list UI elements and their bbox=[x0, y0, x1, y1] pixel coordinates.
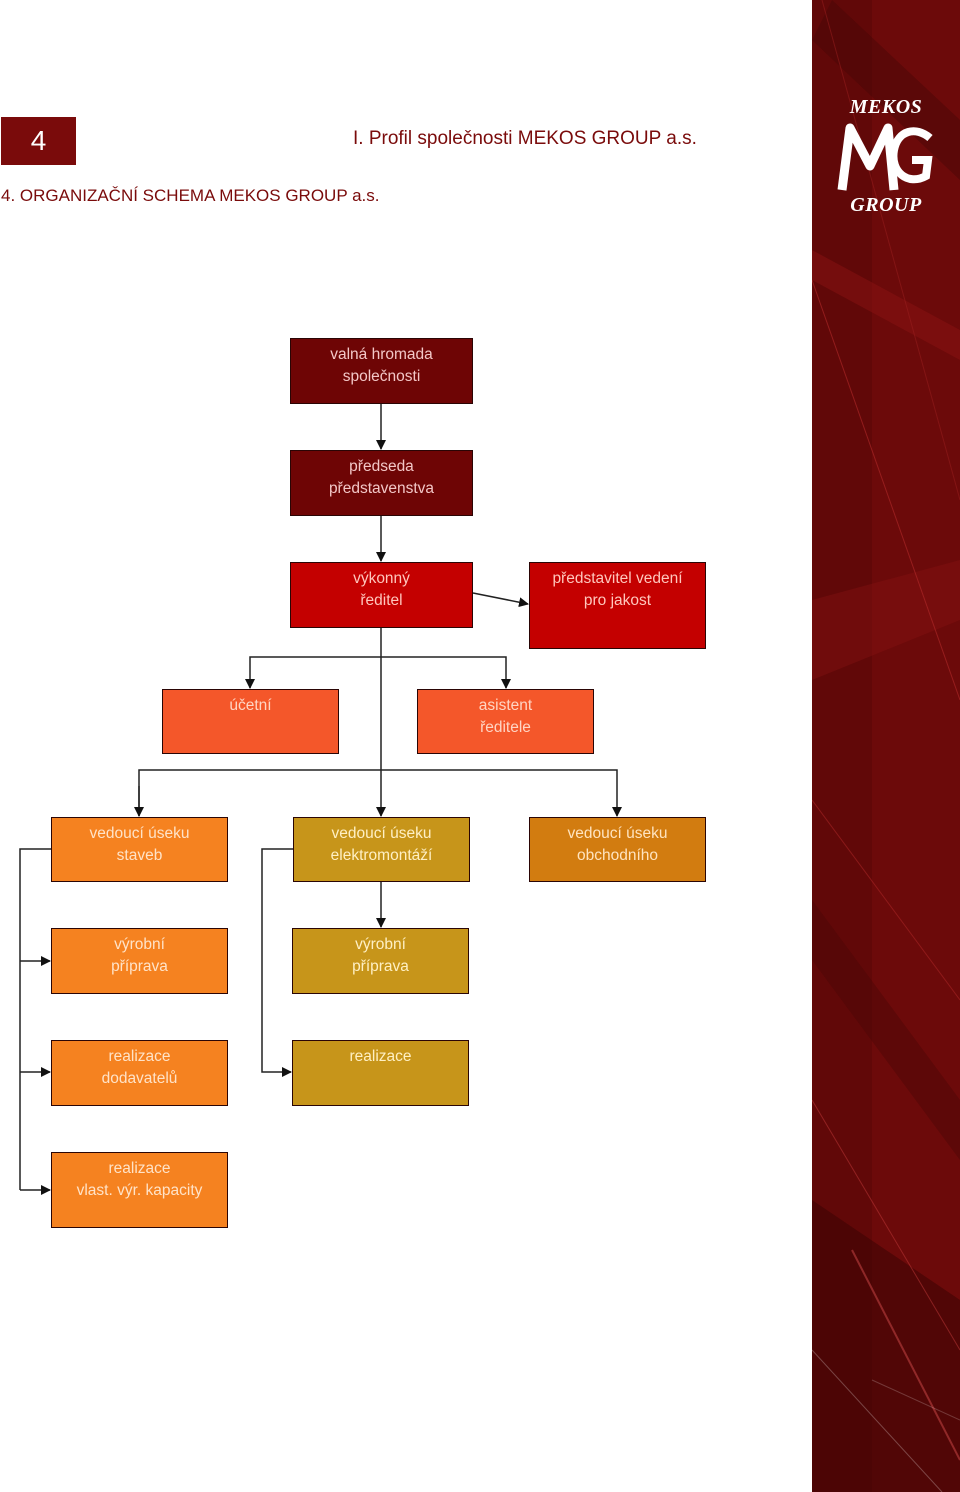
node-vyrobni-priprava-1-label: výrobní příprava bbox=[111, 936, 168, 975]
node-vyrobni-priprava-elektro: výrobní příprava bbox=[292, 928, 469, 994]
node-realizace: realizace bbox=[292, 1040, 469, 1106]
decorative-side-panel bbox=[812, 0, 960, 1492]
node-vedouci-elektro-label: vedoucí úseku elektromontáží bbox=[330, 825, 433, 864]
node-predseda-label: předseda představenstva bbox=[328, 458, 435, 497]
node-vedouci-staveb: vedoucí úseku staveb bbox=[51, 817, 228, 882]
node-vykonny-reditel-label: výkonný ředitel bbox=[353, 570, 410, 609]
org-chart-connectors bbox=[19, 403, 622, 1195]
node-vedouci-elektromontazi: vedoucí úseku elektromontáží bbox=[293, 817, 470, 882]
node-ucetni-label: účetní bbox=[229, 697, 272, 714]
node-vedouci-obchodniho: vedoucí úseku obchodního bbox=[529, 817, 706, 882]
node-predstavitel-label: představitel vedení pro jakost bbox=[552, 570, 683, 609]
node-realizace-vlast-label: realizace vlast. výr. kapacity bbox=[76, 1160, 203, 1199]
logo-top-text: MEKOS bbox=[849, 96, 923, 118]
node-ucetni: účetní bbox=[162, 689, 339, 754]
node-vedouci-obchod-label: vedoucí úseku obchodního bbox=[567, 825, 668, 864]
node-realizace-dodavatelu-label: realizace dodavatelů bbox=[101, 1048, 178, 1087]
mg-monogram-icon bbox=[837, 123, 933, 191]
node-predstavitel-vedeni: představitel vedení pro jakost bbox=[529, 562, 706, 649]
node-realizace-label: realizace bbox=[349, 1048, 412, 1065]
node-valna-hromada: valná hromada společnosti bbox=[290, 338, 473, 404]
node-asistent-label: asistent ředitele bbox=[478, 697, 533, 736]
header-title: I. Profil společnosti MEKOS GROUP a.s. bbox=[353, 128, 697, 149]
node-realizace-vlast-kapacity: realizace vlast. výr. kapacity bbox=[51, 1152, 228, 1228]
mekos-group-logo: MEKOS GROUP bbox=[831, 96, 941, 220]
node-asistent-reditele: asistent ředitele bbox=[417, 689, 594, 754]
logo-bottom-text: GROUP bbox=[850, 194, 922, 216]
node-vyrobni-priprava-staveb: výrobní příprava bbox=[51, 928, 228, 994]
node-vykonny-reditel: výkonný ředitel bbox=[290, 562, 473, 628]
side-panel-texture bbox=[812, 0, 960, 1492]
section-title: 4. ORGANIZAČNÍ SCHEMA MEKOS GROUP a.s. bbox=[1, 186, 380, 205]
node-realizace-dodavatelu: realizace dodavatelů bbox=[51, 1040, 228, 1106]
node-predseda-predstavenstva: předseda představenstva bbox=[290, 450, 473, 516]
page-number: 4 bbox=[1, 117, 76, 165]
node-valna-hromada-label: valná hromada společnosti bbox=[330, 346, 433, 385]
node-vyrobni-priprava-2-label: výrobní příprava bbox=[352, 936, 409, 975]
node-vedouci-staveb-label: vedoucí úseku staveb bbox=[89, 825, 190, 864]
